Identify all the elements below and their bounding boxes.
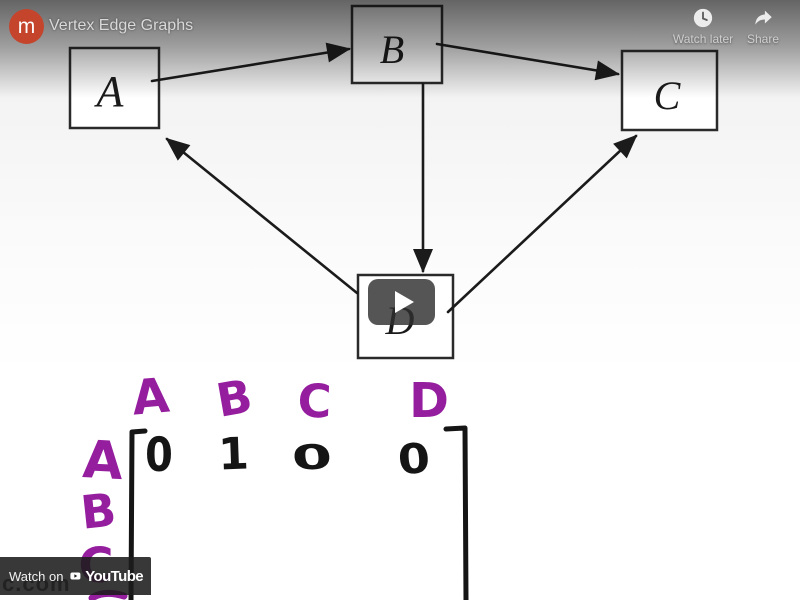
play-button[interactable] <box>368 279 435 325</box>
channel-avatar[interactable]: m <box>9 9 44 44</box>
edge-d-to-a <box>165 137 359 295</box>
vertex-label-b: B <box>380 27 404 72</box>
share-arrow-icon <box>754 10 772 25</box>
share-label: Share <box>746 32 780 46</box>
watch-on-youtube-button[interactable]: Watch on YouTube <box>0 557 151 595</box>
youtube-play-icon <box>70 572 81 580</box>
video-title-link[interactable]: Vertex Edge Graphs <box>49 17 194 34</box>
channel-avatar-letter: m <box>17 15 36 38</box>
watch-on-label: Watch on <box>9 568 64 584</box>
vertex-label-c: C <box>654 73 682 118</box>
share-button[interactable]: Share <box>726 7 800 46</box>
matrix-row-label-a: A <box>81 430 124 492</box>
matrix-cell-a-b: 1 <box>217 428 249 480</box>
matrix-col-header-b: B <box>212 369 256 428</box>
matrix-col-header-a: A <box>130 368 172 427</box>
edge-a-to-b <box>150 42 351 83</box>
edge-d-to-c <box>446 134 638 314</box>
clock-icon <box>693 8 713 28</box>
edge-b-to-c <box>435 42 620 81</box>
matrix-row-label-b: B <box>78 482 119 539</box>
matrix-cell-a-a: 0 <box>145 429 173 483</box>
vertex-label-a: A <box>94 67 125 116</box>
play-triangle-icon <box>394 291 414 313</box>
matrix-col-header-c: C <box>297 373 333 428</box>
matrix-cell-a-c: 0 <box>290 438 334 479</box>
matrix-right-bracket <box>443 425 469 600</box>
youtube-wordmark: YouTube <box>85 567 143 585</box>
matrix-left-bracket <box>128 428 148 600</box>
matrix-col-header-d: D <box>409 373 449 429</box>
matrix-cell-a-d: 0 <box>396 434 432 484</box>
